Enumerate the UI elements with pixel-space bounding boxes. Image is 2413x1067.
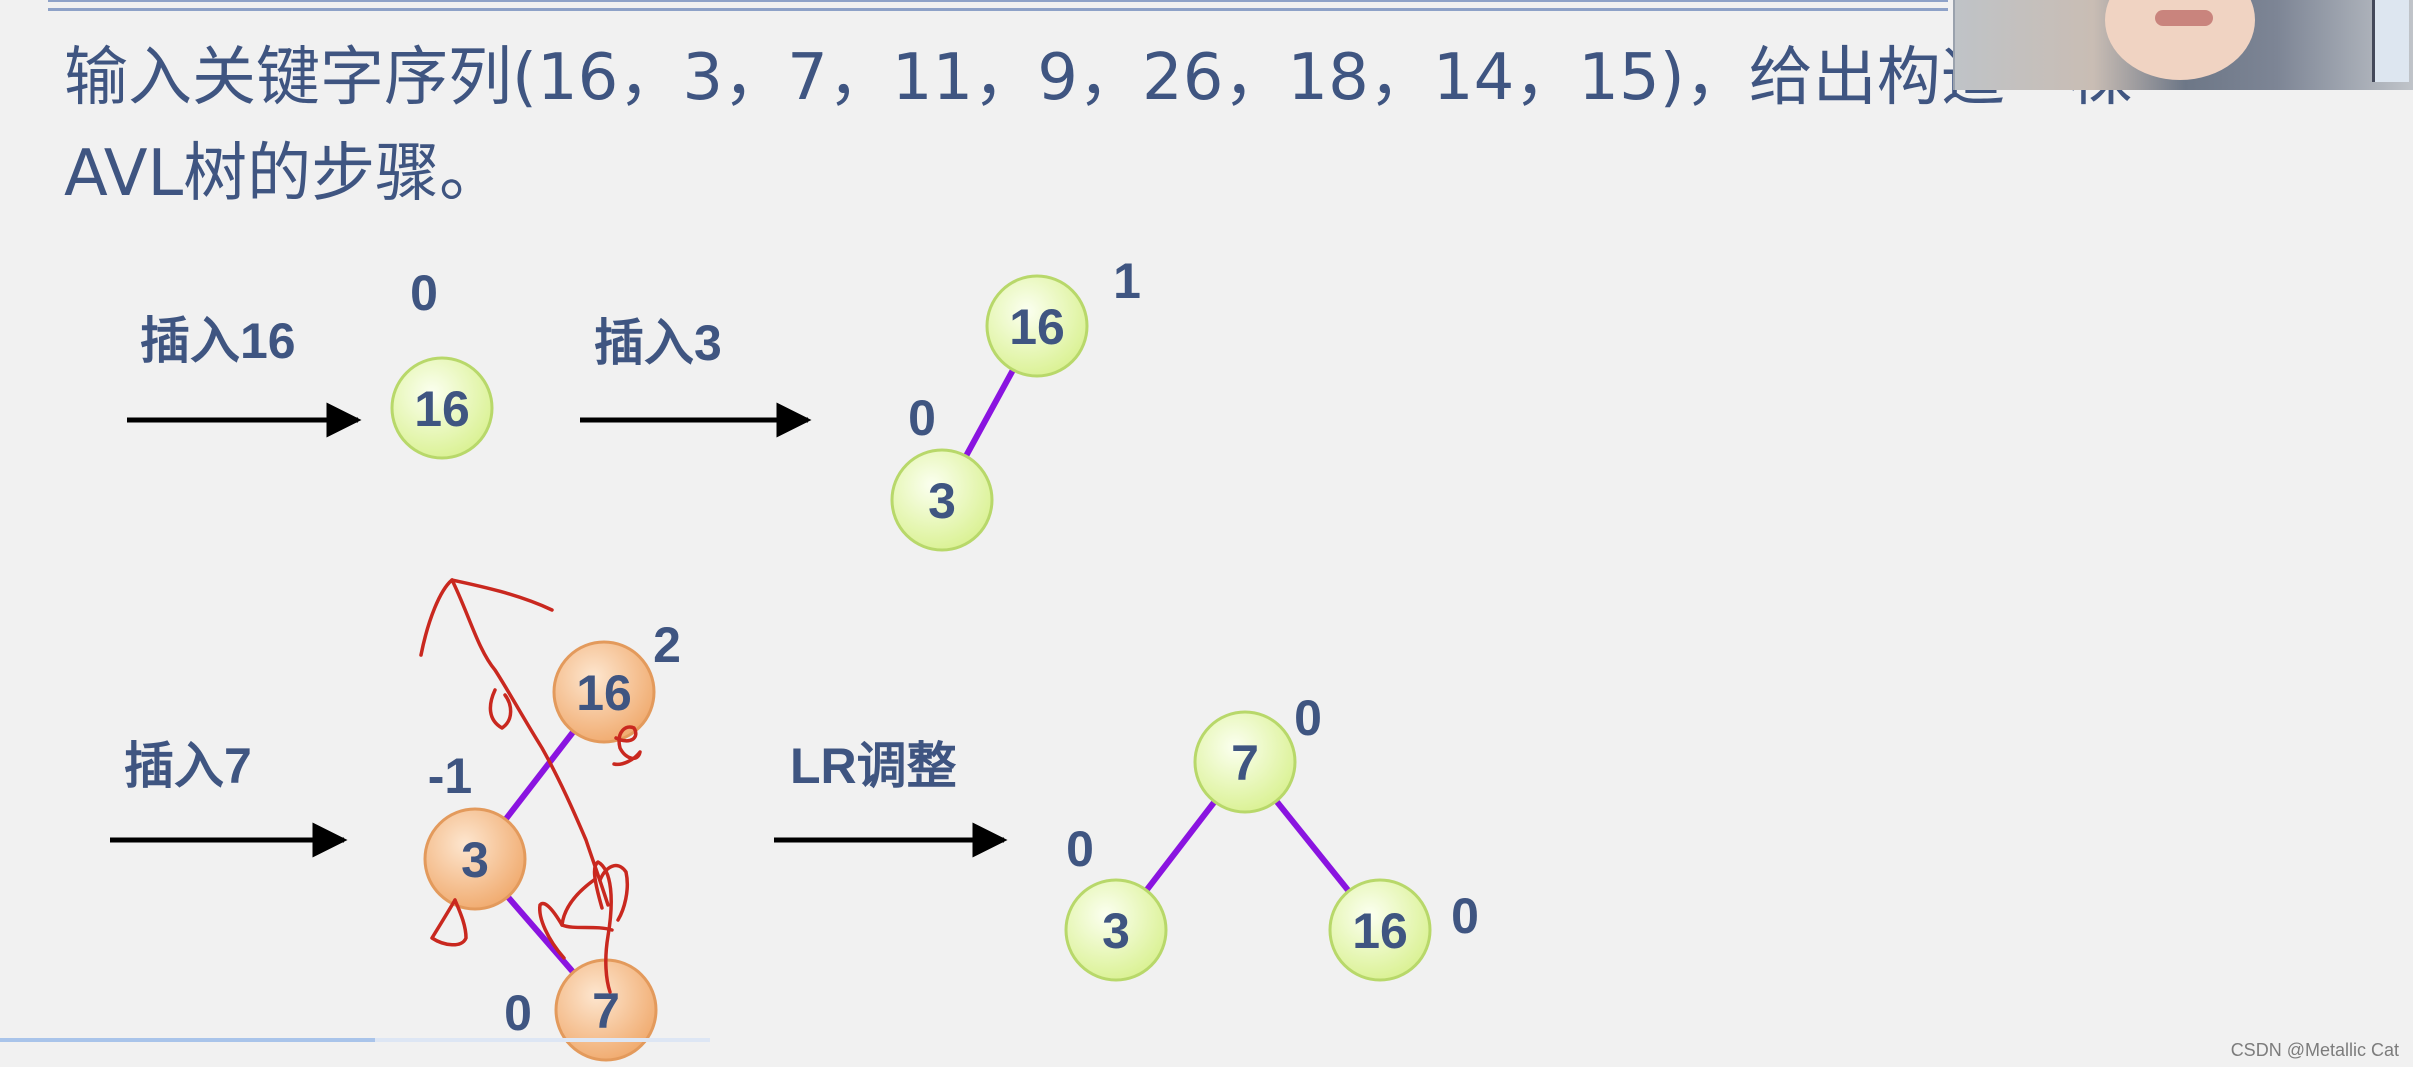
progress-rule — [0, 1038, 710, 1042]
annotation-stroke — [612, 725, 642, 767]
node-circle — [423, 807, 527, 911]
bf-label: -1 — [428, 748, 472, 804]
annotation-stroke — [430, 898, 468, 947]
annotation-stroke — [488, 688, 513, 730]
tree-node: 16 — [390, 356, 494, 460]
top-rule — [48, 0, 1948, 11]
problem-statement: 输入关键字序列(16，3，7，11，9，26，18，14，15)，给出构造一棵 … — [64, 30, 2244, 222]
bf-label: 0 — [1451, 888, 1479, 944]
tree-node: 16 — [552, 640, 656, 744]
tree-node: 7 — [1193, 710, 1297, 814]
title-line-1: 输入关键字序列(16，3，7，11，9，26，18，14，15)，给出构造一棵 — [64, 41, 2133, 115]
bf-label: 0 — [504, 985, 532, 1041]
node-key: 3 — [461, 832, 489, 888]
bf-label: 0 — [1066, 821, 1094, 877]
watermark: CSDN @Metallic Cat — [2230, 1040, 2399, 1060]
node-key: 7 — [1231, 735, 1259, 791]
tree-node: 3 — [1064, 878, 1168, 982]
webcam-edge — [2372, 0, 2409, 82]
node-key: 16 — [414, 381, 470, 437]
tree-node: 7 — [554, 958, 658, 1062]
node-key: 16 — [576, 665, 632, 721]
webcam-overlay — [1953, 0, 2413, 90]
progress-rule-fill — [0, 1038, 375, 1042]
node-key: 16 — [1009, 299, 1065, 355]
node-circle — [390, 356, 494, 460]
node-circle — [552, 640, 656, 744]
tree-node: 3 — [423, 807, 527, 911]
node-key: 16 — [1352, 903, 1408, 959]
annotation-stroke — [419, 578, 610, 907]
node-circle — [1193, 710, 1297, 814]
tree-node: 3 — [890, 448, 994, 552]
step-label-lr-rotation: LR调整 — [790, 738, 957, 794]
annotation-stroke — [538, 901, 566, 960]
bf-label: 2 — [653, 617, 681, 673]
node-key: 3 — [928, 473, 956, 529]
title-line-2: AVL树的步骤。 — [64, 137, 504, 211]
node-key: 7 — [592, 983, 620, 1039]
step-label-insert-3: 插入3 — [594, 315, 722, 371]
tree-node: 16 — [1328, 878, 1432, 982]
step-label-insert-16: 插入16 — [140, 313, 296, 369]
node-key: 3 — [1102, 903, 1130, 959]
handwritten-annotation — [419, 578, 642, 994]
annotation-stroke — [560, 878, 614, 932]
bf-label: 0 — [1294, 690, 1322, 746]
bf-label: 0 — [908, 390, 936, 446]
tree-node: 16 — [985, 274, 1089, 378]
node-circle — [890, 448, 994, 552]
bf-label: 0 — [410, 265, 438, 321]
node-circle — [985, 274, 1089, 378]
presenter-mouth — [2155, 10, 2213, 26]
annotation-stroke — [592, 860, 613, 994]
node-circle — [1328, 878, 1432, 982]
bf-label: 1 — [1113, 253, 1141, 309]
annotation-stroke — [598, 863, 630, 922]
node-circle — [1064, 878, 1168, 982]
annotation-stroke — [450, 578, 554, 612]
step-label-insert-7: 插入7 — [124, 738, 252, 794]
